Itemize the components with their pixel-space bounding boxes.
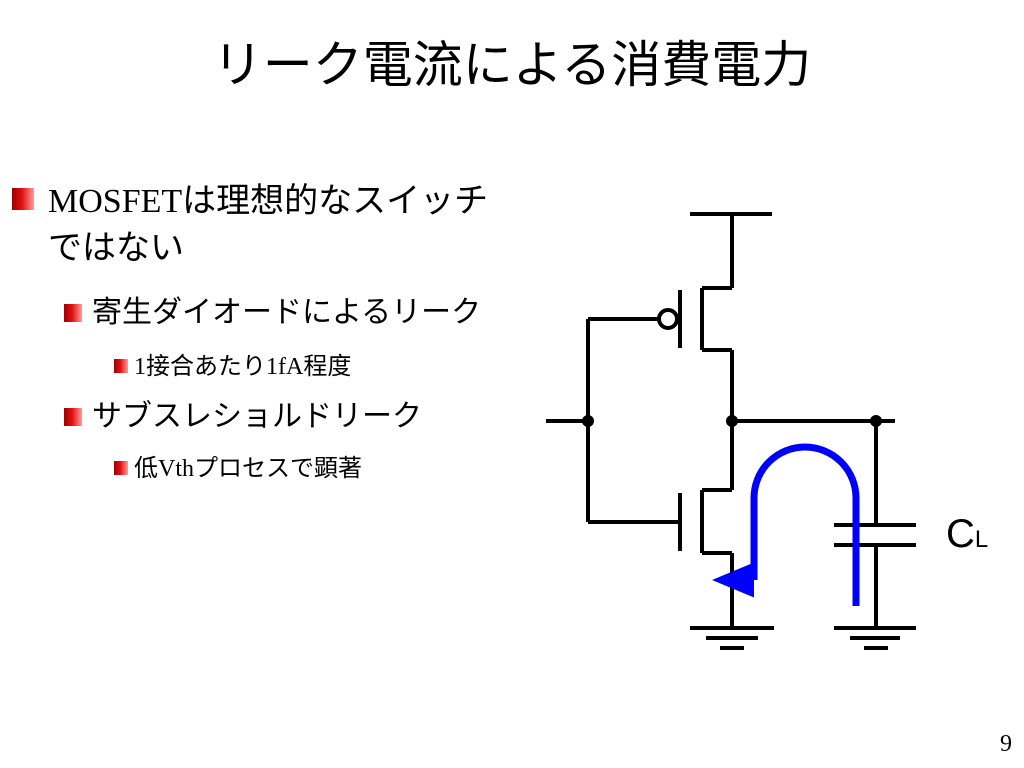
input-junction-dot: [582, 415, 594, 427]
bullet-text: MOSFETは理想的なスイッチではない: [48, 178, 512, 271]
capacitor-label-sub: L: [974, 526, 989, 553]
bullet-text-latin: Vth: [158, 456, 194, 482]
bullet-marker: [114, 461, 128, 475]
bullet-text: 1接合あたり1fA程度: [134, 350, 351, 383]
bullet-text: 低Vthプロセスで顕著: [134, 452, 362, 485]
bullet-text-head: 低: [134, 454, 158, 482]
bullet-subthreshold-leak: サブスレショルドリーク: [64, 398, 422, 436]
bullet-text-jp: 接合あたり: [146, 352, 266, 380]
capacitor-label: CL: [946, 510, 988, 564]
pmos-gate-bubble: [657, 308, 679, 330]
page-number: 9: [1000, 731, 1012, 757]
bullet-text: 寄生ダイオードによるリーク: [92, 295, 482, 330]
capacitor-label-main: C: [946, 512, 975, 556]
bullet-junction-leak: 1接合あたり1fA程度: [114, 350, 351, 383]
bullet-mosfet-not-ideal: MOSFETは理想的なスイッチではない: [12, 178, 512, 271]
bullet-marker: [114, 359, 128, 373]
bullet-low-vth: 低Vthプロセスで顕著: [114, 452, 362, 485]
output-junction-dot: [726, 415, 738, 427]
leak-current-arrow: [712, 443, 860, 606]
slide-title: リーク電流による消費電力: [212, 36, 812, 94]
cap-junction-dot: [870, 415, 882, 427]
bullet-text-latin: MOSFET: [48, 183, 183, 220]
bullet-text-jp: は理想的なスイッチではない: [48, 181, 489, 268]
bullet-text: サブスレショルドリーク: [92, 399, 422, 434]
bullet-text-num: 1: [134, 354, 146, 380]
bullet-parasitic-diode: 寄生ダイオードによるリーク: [64, 294, 481, 332]
bullet-text-tail: プロセスで顕著: [194, 454, 362, 482]
bullet-marker: [64, 408, 82, 426]
bullet-marker: [64, 304, 82, 322]
bullet-text-tail: 程度: [303, 352, 352, 380]
bullet-marker: [12, 188, 34, 210]
bullet-text-value: 1fA: [266, 354, 304, 380]
